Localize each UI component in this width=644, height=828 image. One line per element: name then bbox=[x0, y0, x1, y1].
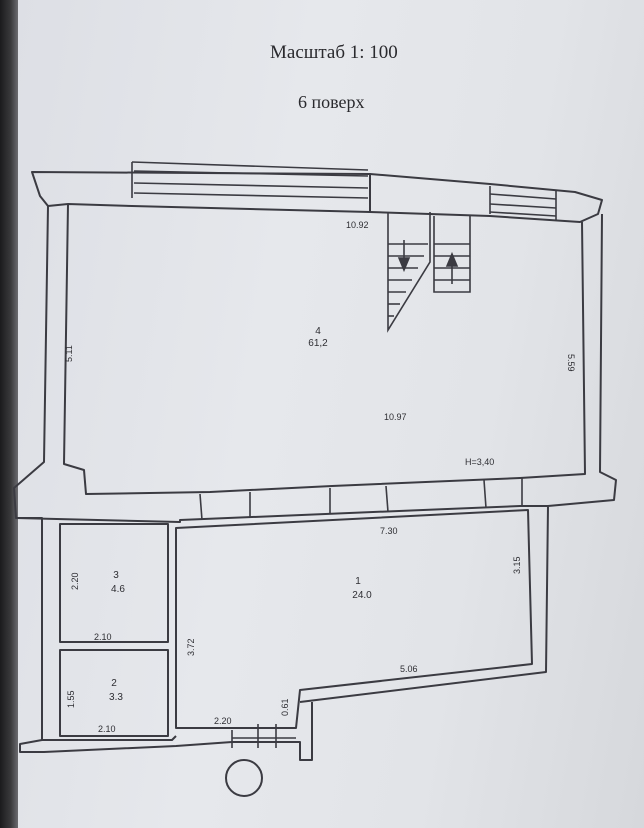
dim-bottom-width: 10.97 bbox=[384, 412, 407, 422]
paper-sheet bbox=[18, 0, 644, 828]
dim-left-height: 5.11 bbox=[64, 345, 74, 362]
scale-title: Масштаб 1: 100 bbox=[270, 42, 398, 63]
top-wall-right bbox=[369, 173, 603, 223]
dim-room1-top: 7.30 bbox=[380, 526, 398, 536]
stair-flight-down bbox=[387, 212, 431, 333]
middle-partition bbox=[15, 505, 548, 523]
room-4-outline bbox=[63, 203, 586, 495]
dim-room1-bottom: 2.20 bbox=[214, 716, 232, 726]
dim-ceiling-height: H=3,40 bbox=[465, 457, 494, 467]
left-outer-wall bbox=[13, 205, 177, 741]
dim-room1-left: 3.72 bbox=[186, 638, 196, 656]
dim-room3-width: 2.10 bbox=[94, 632, 112, 642]
room-3-outline bbox=[59, 523, 169, 643]
floor-title: 6 поверх bbox=[298, 92, 365, 112]
room-4-number: 4 bbox=[315, 326, 321, 337]
dim-room3-height: 2.20 bbox=[70, 572, 80, 590]
top-wall bbox=[31, 171, 371, 213]
partition-openings bbox=[199, 478, 523, 521]
window-top-left bbox=[131, 161, 369, 199]
staircase bbox=[387, 212, 471, 333]
right-outer-wall bbox=[299, 213, 617, 703]
dim-room2-height: 1.55 bbox=[66, 690, 76, 708]
window-top-right bbox=[489, 186, 557, 220]
room-1-outline bbox=[175, 509, 533, 729]
room-2-number: 2 bbox=[111, 678, 117, 689]
room-2-area: 3.3 bbox=[109, 692, 123, 703]
photo-background-edge bbox=[0, 0, 18, 828]
room-4-area: 61,2 bbox=[308, 338, 328, 349]
dim-right-height: 5.59 bbox=[566, 354, 576, 372]
dim-room1-step: 0.61 bbox=[280, 698, 290, 716]
room-1-area: 24.0 bbox=[352, 590, 372, 601]
room-3-area: 4.6 bbox=[111, 584, 125, 595]
bottom-door bbox=[231, 724, 296, 748]
dim-room1-right: 3.15 bbox=[512, 556, 522, 574]
ventilation-shaft-icon bbox=[225, 759, 263, 797]
stair-flight-up bbox=[433, 216, 471, 293]
dim-room1-diagonal: 5.06 bbox=[400, 664, 418, 674]
bottom-wall bbox=[19, 702, 313, 761]
room-2-outline bbox=[59, 649, 169, 737]
dim-room2-width: 2.10 bbox=[98, 724, 116, 734]
dim-top-width: 10.92 bbox=[346, 220, 369, 230]
room-1-number: 1 bbox=[355, 576, 361, 587]
room-3-number: 3 bbox=[113, 570, 119, 581]
